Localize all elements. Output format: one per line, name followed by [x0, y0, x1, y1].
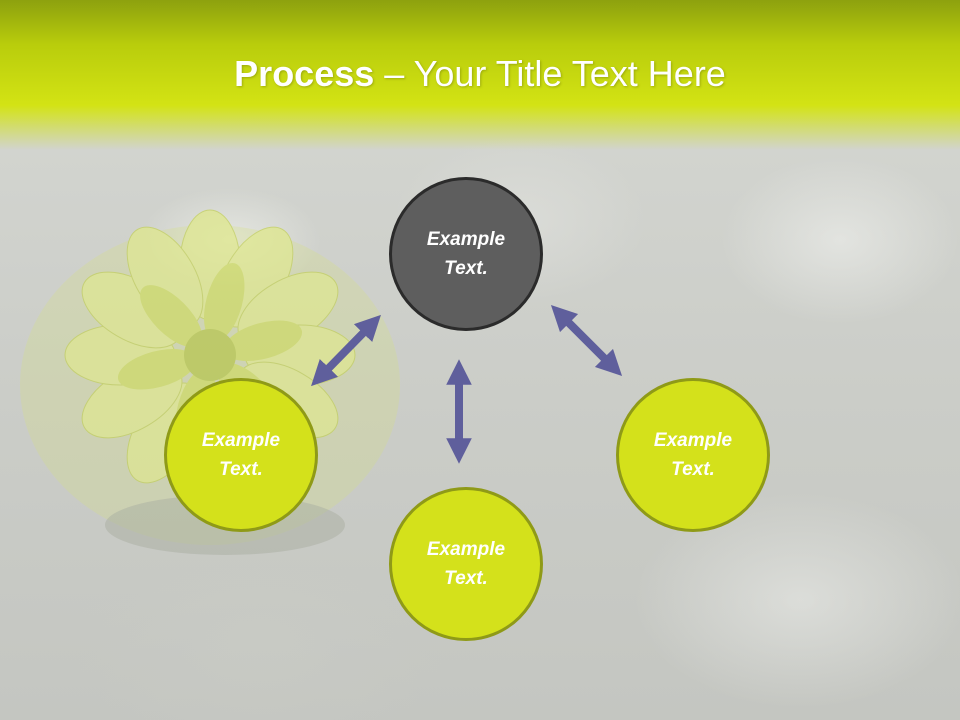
node-text-line1: Example	[653, 430, 733, 451]
node-text-line1: Example	[201, 430, 281, 451]
title-banner	[0, 0, 960, 150]
process-node-right: Example Text.	[616, 378, 770, 532]
title-bold: Process	[234, 53, 375, 94]
node-text-line2: Text.	[671, 459, 715, 480]
arrow-top-right	[550, 304, 623, 377]
node-text-line2: Text.	[219, 459, 263, 480]
title-rest: – Your Title Text Here	[374, 53, 726, 94]
node-text-line1: Example	[426, 539, 506, 560]
arrow-top-left	[311, 314, 381, 387]
node-text-line2: Text.	[444, 568, 488, 589]
node-text-line2: Text.	[444, 258, 488, 279]
process-node-bottom: Example Text.	[389, 487, 543, 641]
node-text-line1: Example	[426, 229, 506, 250]
slide-title: Process – Your Title Text Here	[0, 52, 960, 96]
process-node-top: Example Text.	[389, 177, 543, 331]
process-node-left: Example Text.	[164, 378, 318, 532]
